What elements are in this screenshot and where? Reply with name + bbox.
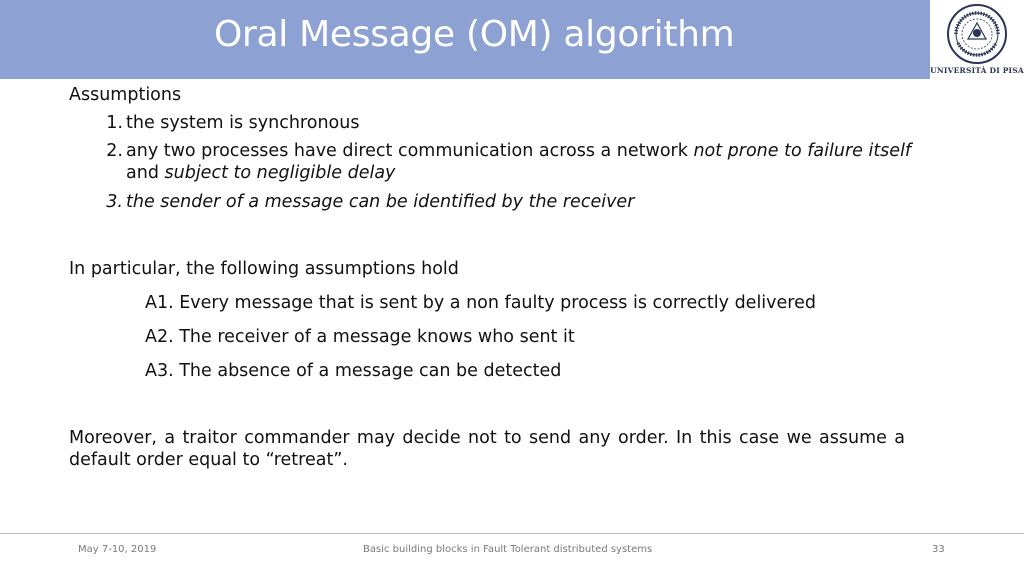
particular-heading: In particular, the following assumptions… (69, 259, 459, 279)
list-text-emphasis: not prone to failure itself (693, 141, 912, 161)
footer-course: Basic building blocks in Fault Tolerant … (363, 544, 653, 555)
list-item: 1. the system is synchronous (106, 112, 360, 134)
list-text: any two processes have direct communicat… (126, 141, 694, 161)
list-number: 3. (106, 192, 123, 212)
list-item: 2. any two processes have direct communi… (106, 140, 912, 162)
list-number: 2. (106, 141, 123, 161)
university-seal-icon (947, 4, 1007, 64)
assumption-a2: A2. The receiver of a message knows who … (145, 327, 575, 347)
list-text: the sender of a message can be identifie… (126, 192, 635, 212)
assumption-a1: A1. Every message that is sent by a non … (145, 293, 816, 313)
moreover-paragraph: Moreover, a traitor commander may decide… (69, 428, 905, 470)
assumption-a3: A3. The absence of a message can be dete… (145, 361, 562, 381)
list-text: and (126, 163, 165, 183)
list-number: 1. (106, 113, 123, 133)
list-item: 3. the sender of a message can be identi… (106, 191, 635, 213)
footer-page-number: 33 (932, 544, 945, 555)
list-item-continuation: and subject to negligible delay (126, 162, 395, 184)
list-text: the system is synchronous (126, 113, 360, 133)
assumptions-heading: Assumptions (69, 85, 182, 105)
list-text-emphasis: subject to negligible delay (164, 163, 396, 183)
slide-title: Oral Message (OM) algorithm (214, 14, 735, 55)
footer-date: May 7-10, 2019 (78, 544, 157, 555)
footer-divider (0, 533, 1024, 534)
university-caption: UNIVERSITÀ DI PISA (930, 66, 1024, 75)
title-bar: Oral Message (OM) algorithm (0, 0, 930, 79)
university-logo: UNIVERSITÀ DI PISA (930, 0, 1024, 82)
